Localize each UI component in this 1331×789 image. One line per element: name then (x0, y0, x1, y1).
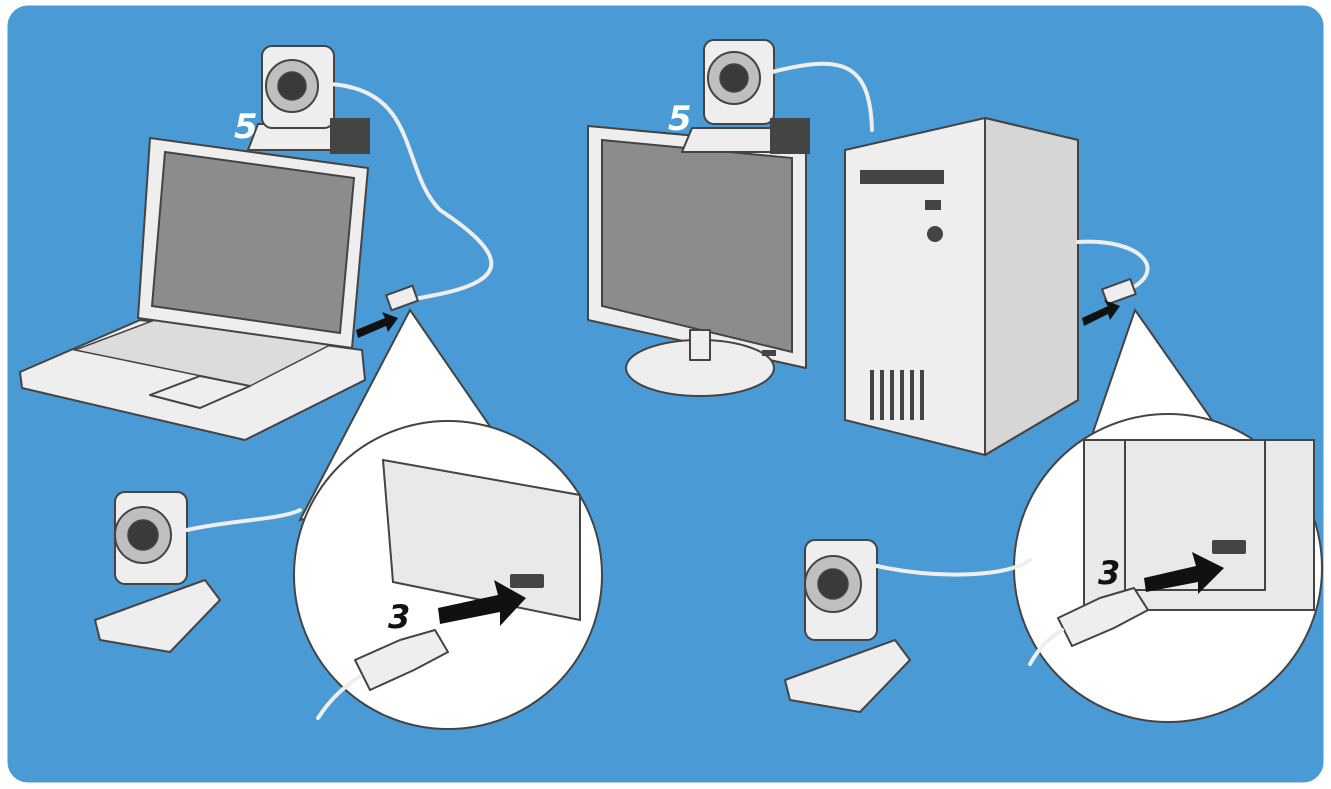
laptop-webcam-icon (247, 45, 370, 154)
monitor-webcam-icon (681, 39, 810, 154)
monitor-webcam-cable (770, 61, 874, 132)
tower-usb-cable (1076, 239, 1150, 292)
tower-power-button-icon (925, 200, 941, 210)
laptop-usb-step-label: 3 (388, 598, 410, 636)
laptop-closeup-plug-icon (354, 629, 449, 691)
tower-insert-arrow-icon (1082, 300, 1120, 326)
laptop-big-arrow-icon (438, 580, 526, 626)
laptop-webcam-cable (328, 82, 494, 302)
standalone-webcam-left-icon (94, 491, 302, 653)
desktop-setup: 5 3 (587, 39, 1323, 723)
laptop-setup: 5 3 (19, 45, 603, 730)
desktop-big-arrow-icon (1144, 552, 1224, 594)
tower-vent (870, 370, 924, 420)
tower-usb-plug-icon (1101, 278, 1137, 306)
laptop-screen (150, 150, 356, 335)
standalone-webcam-right-icon (784, 539, 1032, 713)
tower-drive-bay (860, 170, 944, 184)
desktop-closeup-plug-icon (1057, 587, 1149, 647)
desktop-step-label: 5 (668, 99, 692, 139)
desktop-usb-port-icon (1212, 540, 1246, 554)
laptop-step-label: 5 (234, 107, 258, 147)
desktop-port-closeup (1028, 439, 1315, 666)
laptop-insert-arrow-icon (356, 312, 398, 338)
laptop-usb-plug-icon (385, 284, 419, 312)
desktop-usb-step-label: 3 (1098, 554, 1120, 592)
laptop-touchpad (149, 375, 251, 409)
laptop-usb-port-icon (510, 574, 544, 588)
monitor-button-icon (762, 350, 776, 356)
laptop-port-closeup (316, 458, 581, 720)
